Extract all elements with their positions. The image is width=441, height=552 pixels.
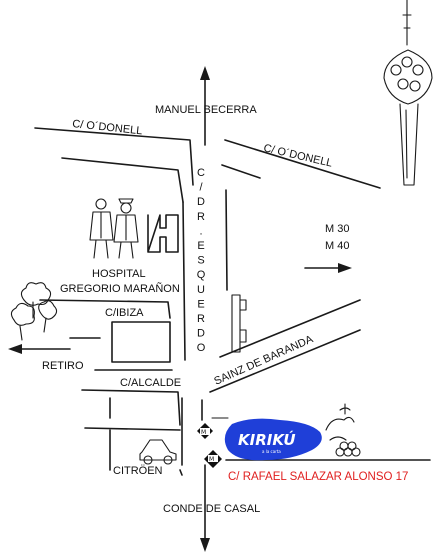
dr-esquerdo-letter: S [197,255,204,267]
dr-esquerdo-letter: C [197,167,205,179]
tree-icon [10,282,58,341]
odonell-right-label: C/ O´DONELL [262,142,333,170]
dr-esquerdo-letter: . [199,225,202,237]
dr-esquerdo-letter: E [197,240,204,252]
hospital-name-label: GREGORIO MARAÑON [60,282,180,295]
odonell-left-label: C/ O´DONELL [72,118,143,137]
logo-blob [224,418,322,461]
logo-text: KIRIKÚ [238,430,296,449]
dr-esquerdo-letter: O [197,342,206,354]
citroen-label: CITRÖEN [113,465,163,477]
manuel-becerra-label: MANUEL BECERRA [155,104,257,116]
svg-text:M: M [201,429,206,436]
hospital-label: HOSPITAL [92,268,146,280]
m40-label: M 40 [325,240,349,252]
dr-esquerdo-letter: R [197,211,205,223]
dr-esquerdo-letter: R [197,313,205,325]
south-arrow [200,464,210,552]
car-icon [139,439,177,465]
dr-esquerdo-letter: / [199,182,203,194]
alcalde-label: C/ALCALDE [120,377,181,389]
west-arrow [8,344,71,354]
dr-esquerdo-letter: E [197,298,204,310]
north-arrow [200,66,210,146]
svg-text:M: M [209,456,214,463]
address-label: C/ RAFAEL SALAZAR ALONSO 17 [228,471,408,483]
metro-sign-icon: M [204,450,222,468]
hospital-h-icon [147,214,179,253]
m30-label: M 30 [325,223,349,235]
sainz-de-baranda-label: SAINZ DE BARANDA [212,333,315,388]
metro-sign-icon: M [197,423,213,439]
logo-tagline: a la carta [262,449,281,454]
retiro-label: RETIRO [42,360,84,372]
tower-icon [383,0,433,186]
kids-icon [325,403,361,457]
dr-esquerdo-letter: U [197,284,205,296]
dr-esquerdo-letter: D [197,196,205,208]
doctors-icon [89,198,139,259]
dr-esquerdo-letter: D [197,328,205,340]
dr-esquerdo-letter: Q [197,269,206,281]
kiriku-logo: KIRIKÚ a la carta [224,418,322,461]
conde-de-casal-label: CONDE DE CASAL [163,503,260,515]
ibiza-label: C/IBIZA [105,307,144,319]
east-arrow [304,263,352,273]
